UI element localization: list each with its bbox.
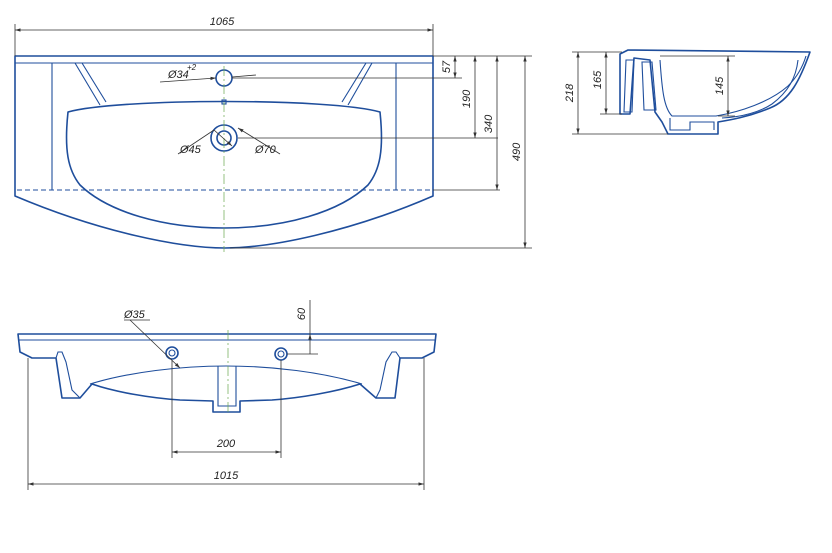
dim-tap-spacing-label: 200 [216, 438, 236, 450]
dim-overall-width-label: 1065 [210, 16, 235, 28]
side-section-outline [619, 49, 811, 135]
right-rib [341, 62, 373, 106]
side-drain-block [669, 118, 715, 131]
drain-leader-left [177, 129, 215, 155]
drain-dia-label: Ø45 [179, 144, 202, 156]
dim-overall-height-label: 218 [564, 83, 576, 103]
front-left-leg [55, 351, 81, 399]
dim-tap-height-label: 60 [296, 307, 308, 320]
top-view: 1065 57 190 340 490 Ø34 +2 Ø45 Ø70 [14, 16, 532, 252]
overflow-dia-label: Ø34 [167, 69, 189, 81]
dim-base-width-label: 1015 [214, 470, 239, 482]
left-tap-hole [165, 346, 179, 360]
front-view: Ø35 60 200 1015 [17, 300, 437, 490]
left-rib [74, 62, 107, 106]
drain-leader-left-arrow [213, 129, 233, 147]
overflow-leader-tail [231, 74, 257, 78]
tap-hole-leader [129, 319, 181, 369]
front-drain-outline [217, 366, 237, 407]
overflow-tol-label: +2 [187, 63, 197, 72]
front-right-leg [375, 351, 401, 399]
left-tap-hole-inner [168, 349, 176, 357]
side-overflow-channel [641, 61, 657, 111]
front-view-outline [17, 333, 437, 413]
right-tap-hole [274, 347, 288, 361]
top-bowl-outline [65, 100, 383, 229]
side-bowl-inner [659, 55, 807, 117]
tap-hole-dia-label: Ø35 [123, 309, 146, 321]
side-section-view: 218 165 145 [564, 49, 811, 135]
dim-bowl-height-label: 145 [714, 76, 726, 95]
overflow-leader [159, 76, 217, 83]
front-bowl-curve [89, 365, 363, 385]
dim-rim-height-label: 165 [592, 70, 604, 89]
dim-drain-depth-label: 190 [461, 89, 473, 108]
side-bowl-edge [721, 59, 799, 119]
side-rim-inner [623, 59, 635, 113]
drain-outer-dia-label: Ø70 [254, 144, 277, 156]
drain-leader-right [237, 127, 281, 155]
top-view-outline [14, 55, 434, 249]
right-tap-hole-inner [277, 350, 285, 358]
dim-bowl-depth-label: 340 [483, 114, 495, 133]
dim-overall-depth-label: 490 [511, 142, 523, 161]
dim-overflow-depth-label: 57 [441, 60, 453, 73]
